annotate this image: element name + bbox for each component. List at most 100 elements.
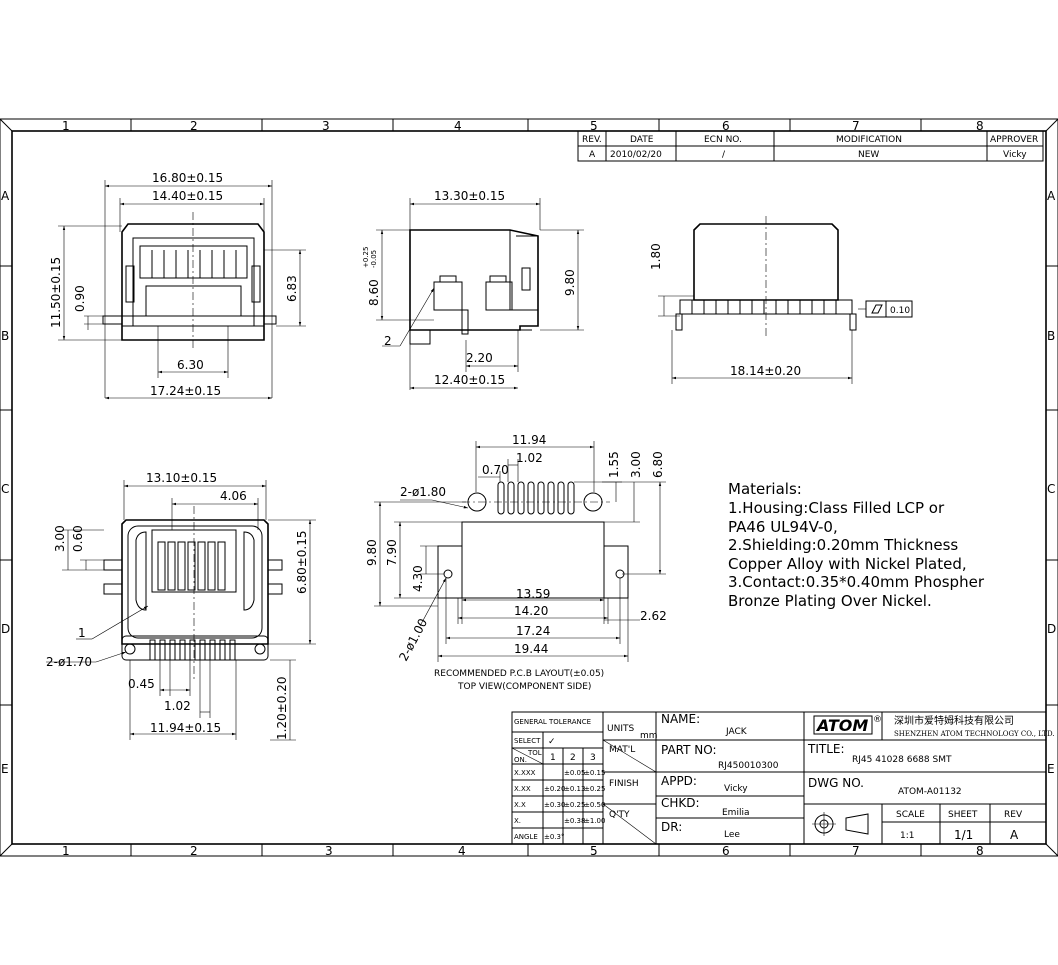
on-label: ON. (514, 756, 527, 764)
title-label: TITLE: (807, 742, 845, 756)
company-name-en: SHENZHEN ATOM TECHNOLOGY CO., LTD. (894, 730, 1055, 738)
pcb-caption-line1: RECOMMENDED P.C.B LAYOUT(±0.05) (434, 669, 604, 679)
dim-3-00-top: 3.00 (53, 525, 67, 552)
date-header: DATE (630, 135, 654, 145)
dr-label: DR: (661, 820, 682, 834)
dim-14-40: 14.40±0.15 (152, 189, 223, 203)
matl-label: MAT'L (609, 745, 635, 755)
materials-title: Materials: (728, 480, 802, 498)
dim-18-14: 18.14±0.20 (730, 364, 801, 378)
grid-col-1: 1 (62, 119, 70, 133)
dim-7-90: 7.90 (385, 539, 399, 566)
name-value: JACK (725, 727, 748, 737)
atom-logo-frame (813, 715, 873, 735)
grid-top-numbers: 1 2 3 4 5 6 7 8 (62, 119, 984, 133)
grid-col-7: 7 (852, 119, 860, 133)
grid-col-6: 6 (722, 119, 730, 133)
dim-4-06: 4.06 (220, 489, 247, 503)
grid-col-5-bottom: 5 (590, 844, 598, 858)
grid-col-7-bottom: 7 (852, 844, 860, 858)
sheet-value: 1/1 (954, 828, 973, 842)
grid-row-c-right: C (1047, 482, 1055, 496)
dim-1-02-top: 1.02 (164, 699, 191, 713)
callout-2-dia-1-70: 2-ø1.70 (46, 655, 92, 669)
title-block: GENERAL TOLERANCE SELECT ✓ TOL ON. 1 2 3… (511, 711, 1055, 845)
dim-0-60: 0.60 (71, 525, 85, 552)
dim-9-80-side: 9.80 (563, 269, 577, 296)
tol-cell: ±0.13 (564, 785, 585, 793)
grid-row-d: D (1, 622, 10, 636)
dim-13-59: 13.59 (516, 587, 550, 601)
chkd-label: CHKD: (661, 796, 700, 810)
tol-cell: ±0.05 (564, 769, 585, 777)
dim-0-70: 0.70 (482, 463, 509, 477)
callout-1: 1 (78, 626, 86, 640)
dim-17-24: 17.24±0.15 (150, 384, 221, 398)
general-tolerance-title: GENERAL TOLERANCE (514, 718, 591, 726)
grid-col-6-bottom: 6 (722, 844, 730, 858)
grid-row-b-right: B (1047, 329, 1055, 343)
grid-row-d-right: D (1047, 622, 1056, 636)
callout-2: 2 (384, 334, 392, 348)
tol-cell: ±0.50 (584, 801, 605, 809)
pcb-caption-line2: TOP VIEW(COMPONENT SIDE) (457, 682, 591, 692)
dim-1-02-pcb: 1.02 (516, 451, 543, 465)
appd-label: APPD: (661, 774, 697, 788)
tol-cell: ±0.25 (584, 785, 605, 793)
date-value: 2010/02/20 (610, 150, 662, 160)
dim-12-40: 12.40±0.15 (434, 373, 505, 387)
dim-11-94-top: 11.94±0.15 (150, 721, 221, 735)
materials-note: Materials: 1.Housing:Class Filled LCP or… (728, 480, 985, 610)
grid-row-e-right: E (1047, 762, 1055, 776)
dim-11-50: 11.50±0.15 (49, 257, 63, 328)
grid-row-e: E (1, 762, 9, 776)
dim-17-24-pcb: 17.24 (516, 624, 550, 638)
rev-label: REV (1004, 810, 1023, 820)
ecn-value: / (722, 150, 726, 160)
dim-4-30: 4.30 (411, 565, 425, 592)
units-label: UNITS (607, 724, 634, 734)
side-view: 13.30±0.15 8.60 +0.25 -0.05 9.80 2.20 12… (362, 189, 584, 390)
modification-header: MODIFICATION (836, 135, 902, 145)
tol-cell: ±0.15 (584, 769, 605, 777)
grid-row-b: B (1, 329, 9, 343)
dim-1-55: 1.55 (607, 451, 621, 478)
dim-8-60-minus: -0.05 (370, 250, 378, 268)
grid-col-3-bottom: 3 (325, 844, 333, 858)
dim-2-dia-1-00: 2-ø1.00 (396, 616, 430, 663)
grid-col-5: 5 (590, 119, 598, 133)
part-no-value: RJ450010300 (718, 761, 779, 771)
materials-line-6: Bronze Plating Over Nickel. (728, 592, 932, 610)
company-name-cn: 深圳市爱特姆科技有限公司 (894, 714, 1014, 727)
finish-label: FINISH (609, 779, 639, 789)
materials-line-5: 3.Contact:0.35*0.40mm Phospher (728, 573, 985, 591)
dim-11-94-pcb: 11.94 (512, 433, 546, 447)
approver-header: APPROVER (990, 135, 1038, 145)
atom-logo: ATOM (815, 716, 868, 735)
dwg-no-value: ATOM-A01132 (898, 787, 962, 797)
tol-cell: ±0.30 (544, 801, 565, 809)
flatness-value: 0.10 (890, 306, 910, 316)
grid-row-a-right: A (1047, 189, 1056, 203)
dim-1-80: 1.80 (649, 243, 663, 270)
dim-6-80-top: 6.80±0.15 (295, 531, 309, 595)
dim-6-30: 6.30 (177, 358, 204, 372)
projection-symbol-icon (812, 812, 869, 836)
grid-col-8-bottom: 8 (976, 844, 984, 858)
dim-8-60-plus: +0.25 (362, 247, 370, 268)
dim-8-60: 8.60 (367, 279, 381, 306)
dim-2-62: 2.62 (640, 609, 667, 623)
sheet-label: SHEET (948, 810, 978, 820)
grid-row-a: A (1, 189, 10, 203)
select-label: SELECT (514, 737, 541, 745)
rear-view: 1.80 18.14±0.20 0.10 (649, 216, 913, 384)
rev-value: A (589, 150, 596, 160)
materials-line-1: 1.Housing:Class Filled LCP or (728, 499, 945, 517)
scale-value: 1:1 (900, 831, 914, 841)
tol-row-label: X.X (514, 801, 526, 809)
dim-19-44: 19.44 (514, 642, 548, 656)
select-check: ✓ (548, 737, 556, 747)
dim-6-80-pcb: 6.80 (651, 451, 665, 478)
dim-14-20: 14.20 (514, 604, 548, 618)
